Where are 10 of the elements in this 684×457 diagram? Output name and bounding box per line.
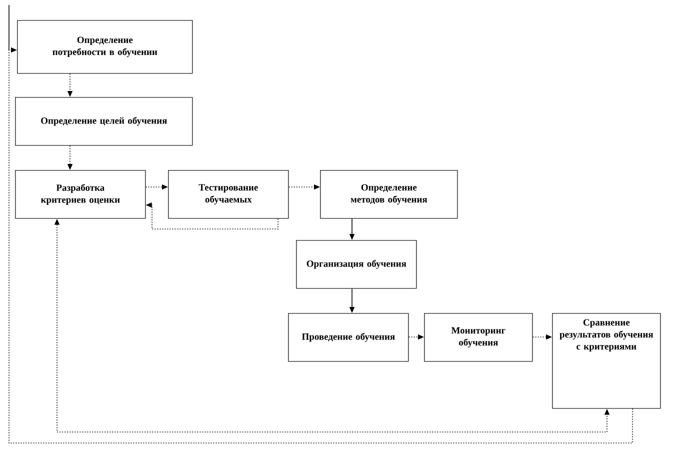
arrow	[8, 47, 633, 444]
process-box: Сравнение результатов обучения с критериями	[552, 313, 661, 409]
process-box: Определение методов обучения	[320, 170, 458, 219]
process-box: Мониторинг обучения	[424, 313, 533, 362]
process-box: Проведение обучения	[288, 313, 409, 362]
process-box: Тестирование обучаемых	[168, 170, 289, 219]
process-box: Организация обучения	[296, 240, 417, 289]
process-box: Определение целей обучения	[15, 97, 193, 146]
process-box: Разработка критериев оценки	[15, 170, 146, 219]
process-box: Определение потребности в обучении	[17, 20, 193, 74]
